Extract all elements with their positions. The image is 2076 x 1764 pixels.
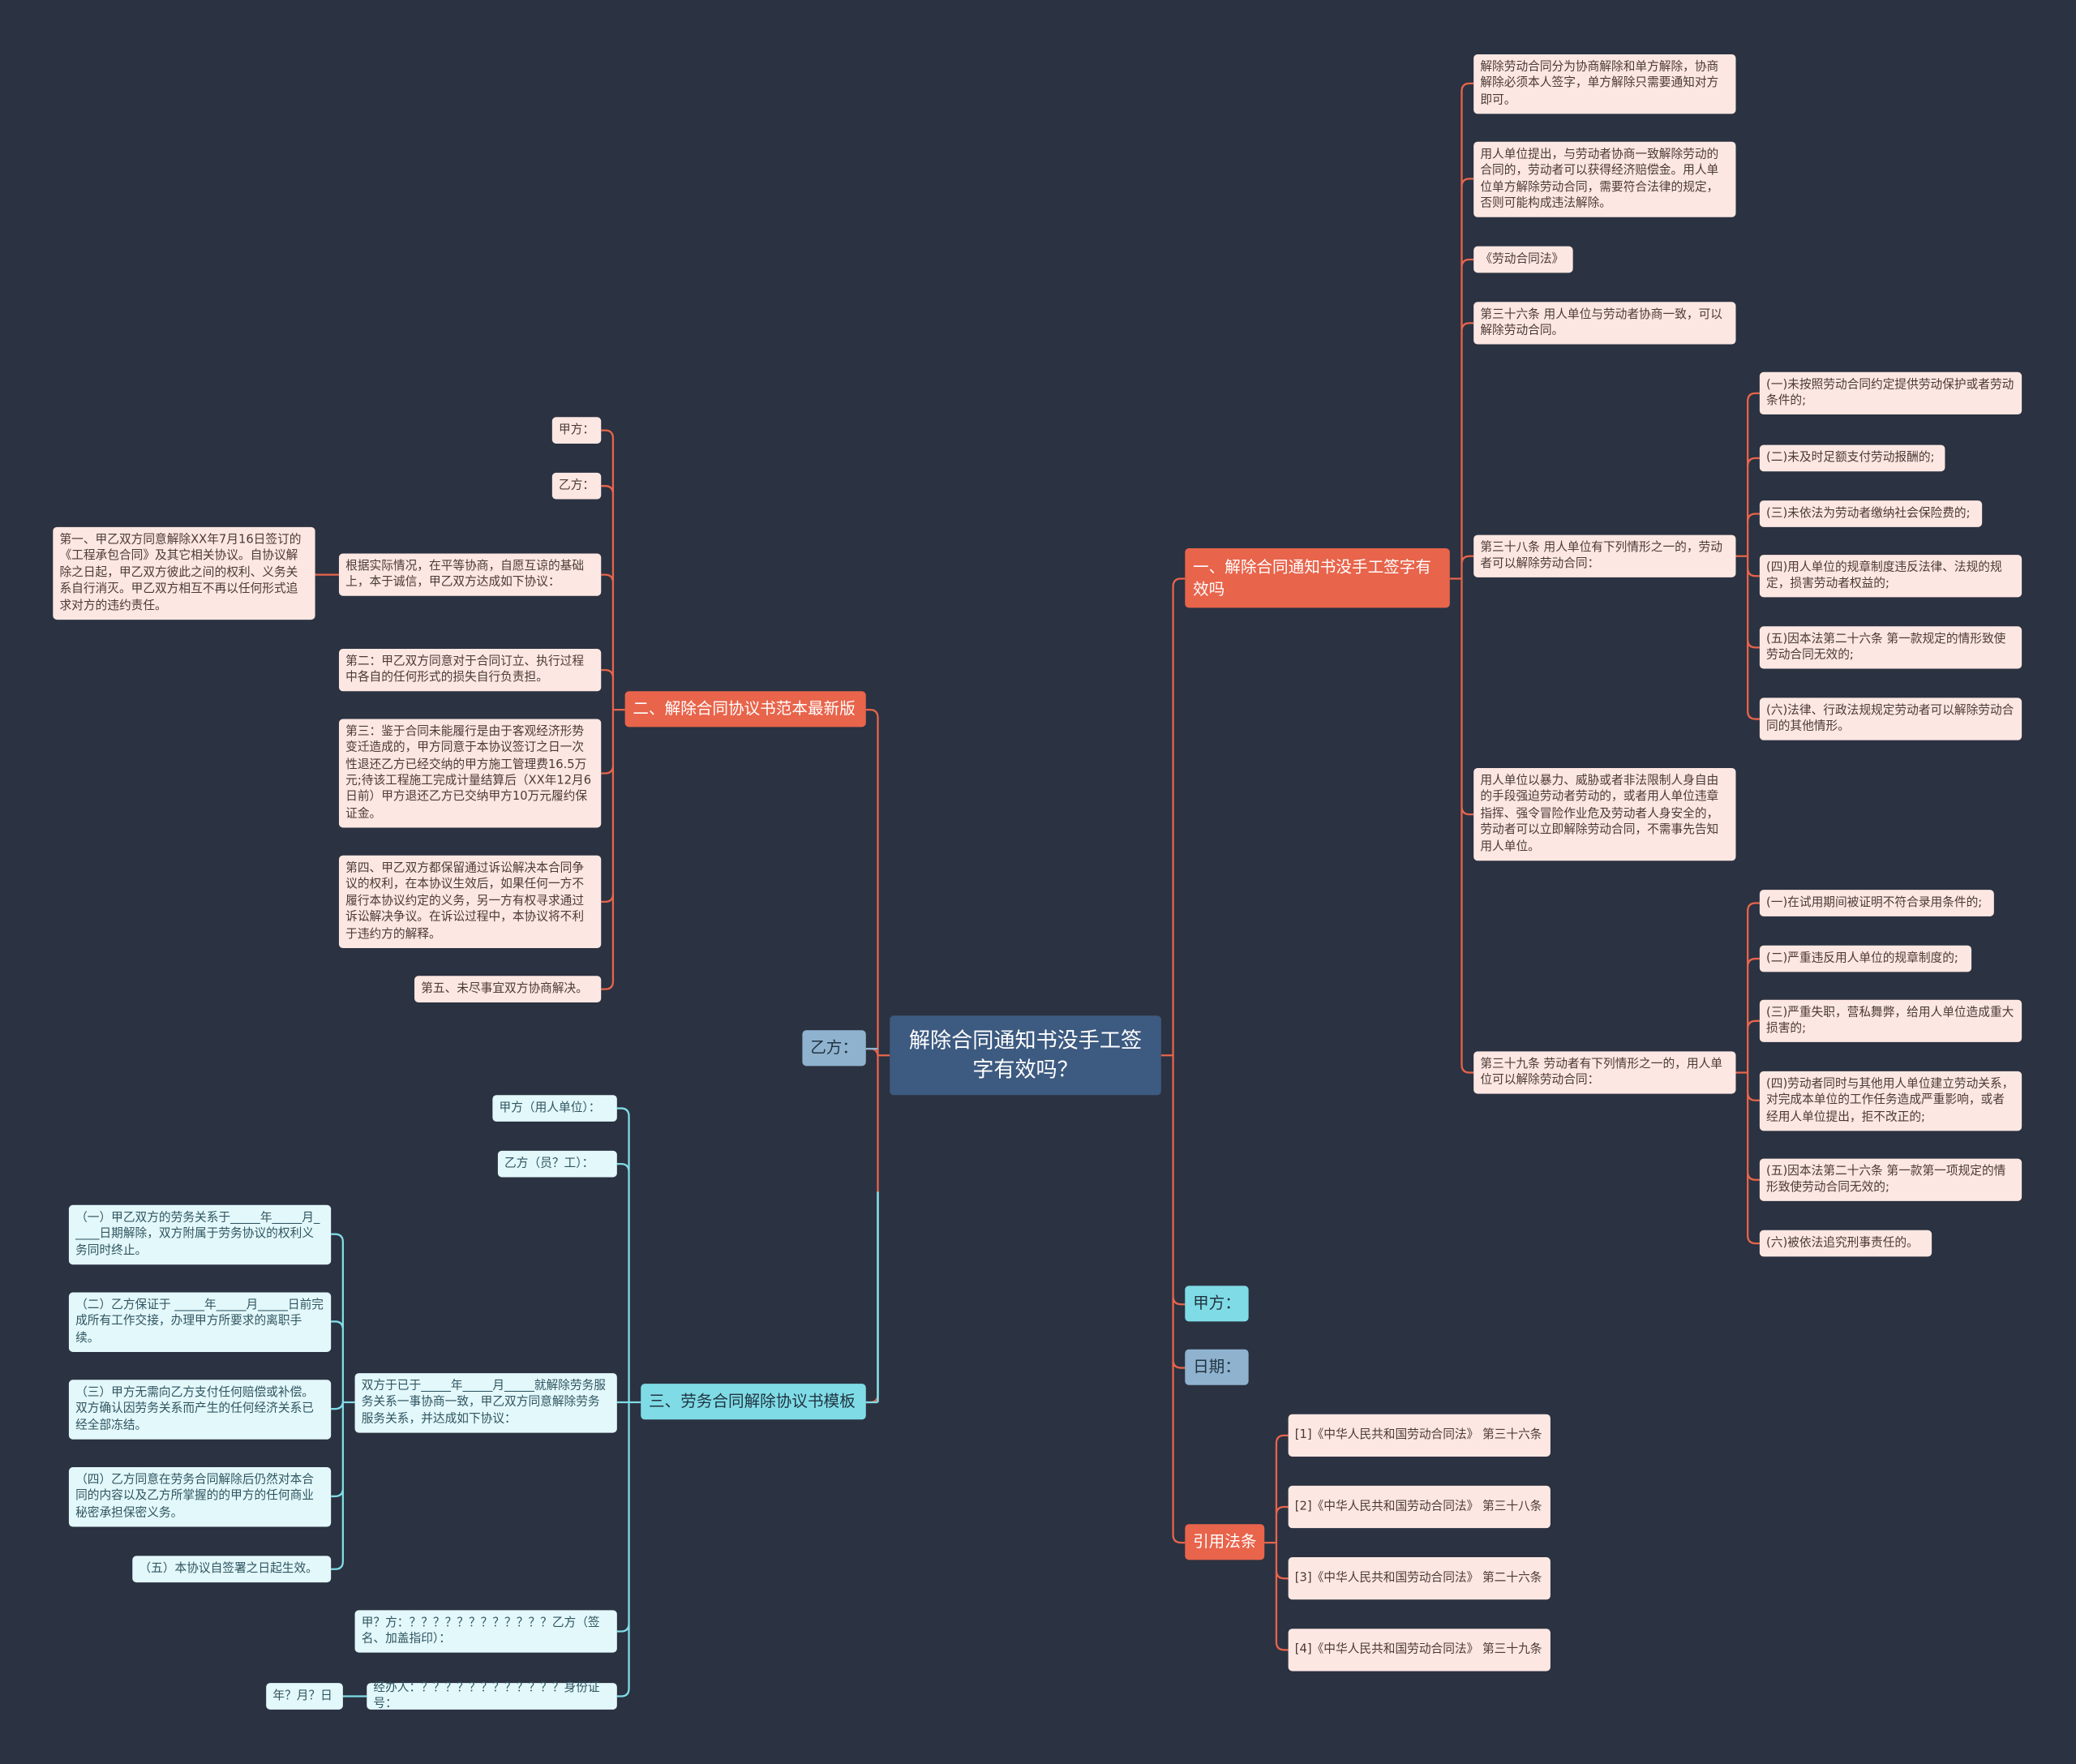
connector-line (1160, 577, 1186, 1544)
b2-clause-4[interactable]: 第四、甲乙双方都保留通过诉讼解决本合同争议的权利，在本协议生效后，如果任何一方不… (338, 855, 602, 949)
branch-yi-node[interactable]: 乙方： (802, 1030, 866, 1067)
connector-line (1264, 1434, 1289, 1651)
connector-line (1449, 82, 1474, 1074)
ref-item[interactable]: [3]《中华人民共和国劳动合同法》 第二十六条 (1288, 1557, 1551, 1600)
b3-term[interactable]: （五）本协议自签署之日起生效。 (132, 1556, 332, 1583)
b3-agree[interactable]: 双方于已于_____年_____月_____就解除劳务服务关系一事协商一致，甲乙… (354, 1373, 617, 1433)
b2-jia[interactable]: 甲方： (551, 417, 602, 444)
art39-item[interactable]: (三)严重失职，营私舞弊，给用人单位造成重大损害的; (1759, 999, 2022, 1042)
connector-line (865, 708, 890, 1404)
branch-jia-node[interactable]: 甲方： (1185, 1285, 1249, 1322)
b3-term[interactable]: （一）甲乙双方的劳务关系于_____年_____月_____日期解除，双方附属于… (68, 1204, 332, 1265)
art38-item[interactable]: (三)未依法为劳动者缴纳社会保险费的; (1759, 500, 1983, 527)
b2-yi[interactable]: 乙方： (551, 472, 602, 500)
branch-refs-node[interactable]: 引用法条 (1185, 1524, 1265, 1560)
b1-item-r4[interactable]: 第三十六条 用人单位与劳动者协商一致，可以解除劳动合同。 (1473, 302, 1736, 345)
b3-term[interactable]: （四）乙方同意在劳务合同解除后仍然对本合同的内容以及乙方所掌握的的甲方的任何商业… (68, 1467, 332, 1527)
art39-item[interactable]: (四)劳动者同时与其他用人单位建立劳动关系，对完成本单位的工作任务造成严重影响，… (1759, 1071, 2022, 1131)
art38-item[interactable]: (六)法律、行政法规规定劳动者可以解除劳动合同的其他情形。 (1759, 697, 2022, 740)
b3-date[interactable]: 年？月？日 (266, 1683, 343, 1710)
b3-agent[interactable]: 经办人：？？？？？？？？？？？？身份证号： (367, 1681, 617, 1710)
b3-sign[interactable]: 甲？方：？？？？？？？？？？？？乙方（签名、加盖指印）： (354, 1610, 617, 1653)
b3-term[interactable]: （三）甲方无需向乙方支付任何赔偿或补偿。双方确认因劳务关系而产生的任何经济关系已… (68, 1380, 332, 1440)
connector-line (331, 1233, 355, 1570)
b1-item-r5[interactable]: 第三十八条 用人单位有下列情形之一的，劳动者可以解除劳动合同： (1473, 534, 1736, 577)
art39-item[interactable]: (一)在试用期间被证明不符合录用条件的; (1759, 890, 1994, 916)
art39-item[interactable]: (五)因本法第二十六条 第一款第一项规定的情形致使劳动合同无效的; (1759, 1158, 2022, 1201)
art39-item[interactable]: (二)严重违反用人单位的规章制度的; (1759, 945, 1972, 972)
b1-item-r1[interactable]: 解除劳动合同分为协商解除和单方解除，协商解除必须本人签字，单方解除只需要通知对方… (1473, 54, 1736, 114)
b2-clause-2[interactable]: 第二：甲乙双方同意对于合同订立、执行过程中各自的任何形式的损失自行负责担。 (338, 649, 602, 692)
branch-1-node[interactable]: 一、解除合同通知书没手工签字有效吗 (1185, 547, 1450, 608)
art38-item[interactable]: (二)未及时足额支付劳动报酬的; (1759, 444, 1945, 472)
ref-item[interactable]: [1]《中华人民共和国劳动合同法》 第三十六条 (1288, 1414, 1551, 1457)
connector-line (601, 429, 625, 990)
ref-item[interactable]: [4]《中华人民共和国劳动合同法》 第三十九条 (1288, 1629, 1551, 1672)
ref-item[interactable]: [2]《中华人民共和国劳动合同法》 第三十八条 (1288, 1485, 1551, 1529)
b3-jia[interactable]: 甲方（用人单位）： (492, 1095, 617, 1122)
branch-3-node[interactable]: 三、劳务合同解除协议书模板 (641, 1384, 866, 1420)
art38-item[interactable]: (四)用人单位的规章制度违反法律、法规的规定，损害劳动者权益的; (1759, 555, 2022, 598)
b2-clause-5[interactable]: 第五、未尽事宜双方协商解决。 (414, 976, 602, 1002)
connector-line (1735, 902, 1760, 1245)
connector-line (616, 1107, 641, 1697)
b2-basis[interactable]: 根据实际情况，在平等协商，自愿互谅的基础上，本于诚信，甲乙双方达成如下协议： (338, 553, 602, 596)
b3-yi[interactable]: 乙方（员？工）： (497, 1150, 617, 1178)
art38-item[interactable]: (五)因本法第二十六条 第一款规定的情形致使劳动合同无效的; (1759, 626, 2022, 669)
branch-date-node[interactable]: 日期： (1185, 1349, 1249, 1385)
art38-item[interactable]: (一)未按照劳动合同约定提供劳动保护或者劳动条件的; (1759, 371, 2022, 415)
b3-term[interactable]: （二）乙方保证于 _____年_____月_____日前完成所有工作交接，办理甲… (68, 1292, 332, 1352)
b1-item-r3[interactable]: 《劳动合同法》 (1473, 246, 1573, 273)
branch-2-node[interactable]: 二、解除合同协议书范本最新版 (624, 691, 866, 727)
b1-item-r2[interactable]: 用人单位提出，与劳动者协商一致解除劳动的合同的，劳动者可以获得经济赔偿金。用人单… (1473, 141, 1736, 217)
b2-clause-1[interactable]: 第一、甲乙双方同意解除XX年7月16日签订的《工程承包合同》及其它相关协议。自协… (53, 526, 315, 620)
b1-item-r7[interactable]: 第三十九条 劳动者有下列情形之一的，用人单位可以解除劳动合同： (1473, 1051, 1736, 1094)
root-node[interactable]: 解除合同通知书没手工签字有效吗？ (890, 1015, 1161, 1096)
connector-line (1735, 392, 1760, 720)
b2-clause-3[interactable]: 第三：鉴于合同未能履行是由于客观经济形势变迁造成的，甲方同意于本协议签订之日一次… (338, 719, 602, 828)
art39-item[interactable]: (六)被依法追究刑事责任的。 (1759, 1230, 1932, 1257)
b1-item-r6[interactable]: 用人单位以暴力、威胁或者非法限制人身自由的手段强迫劳动者劳动的，或者用人单位违章… (1473, 767, 1736, 861)
